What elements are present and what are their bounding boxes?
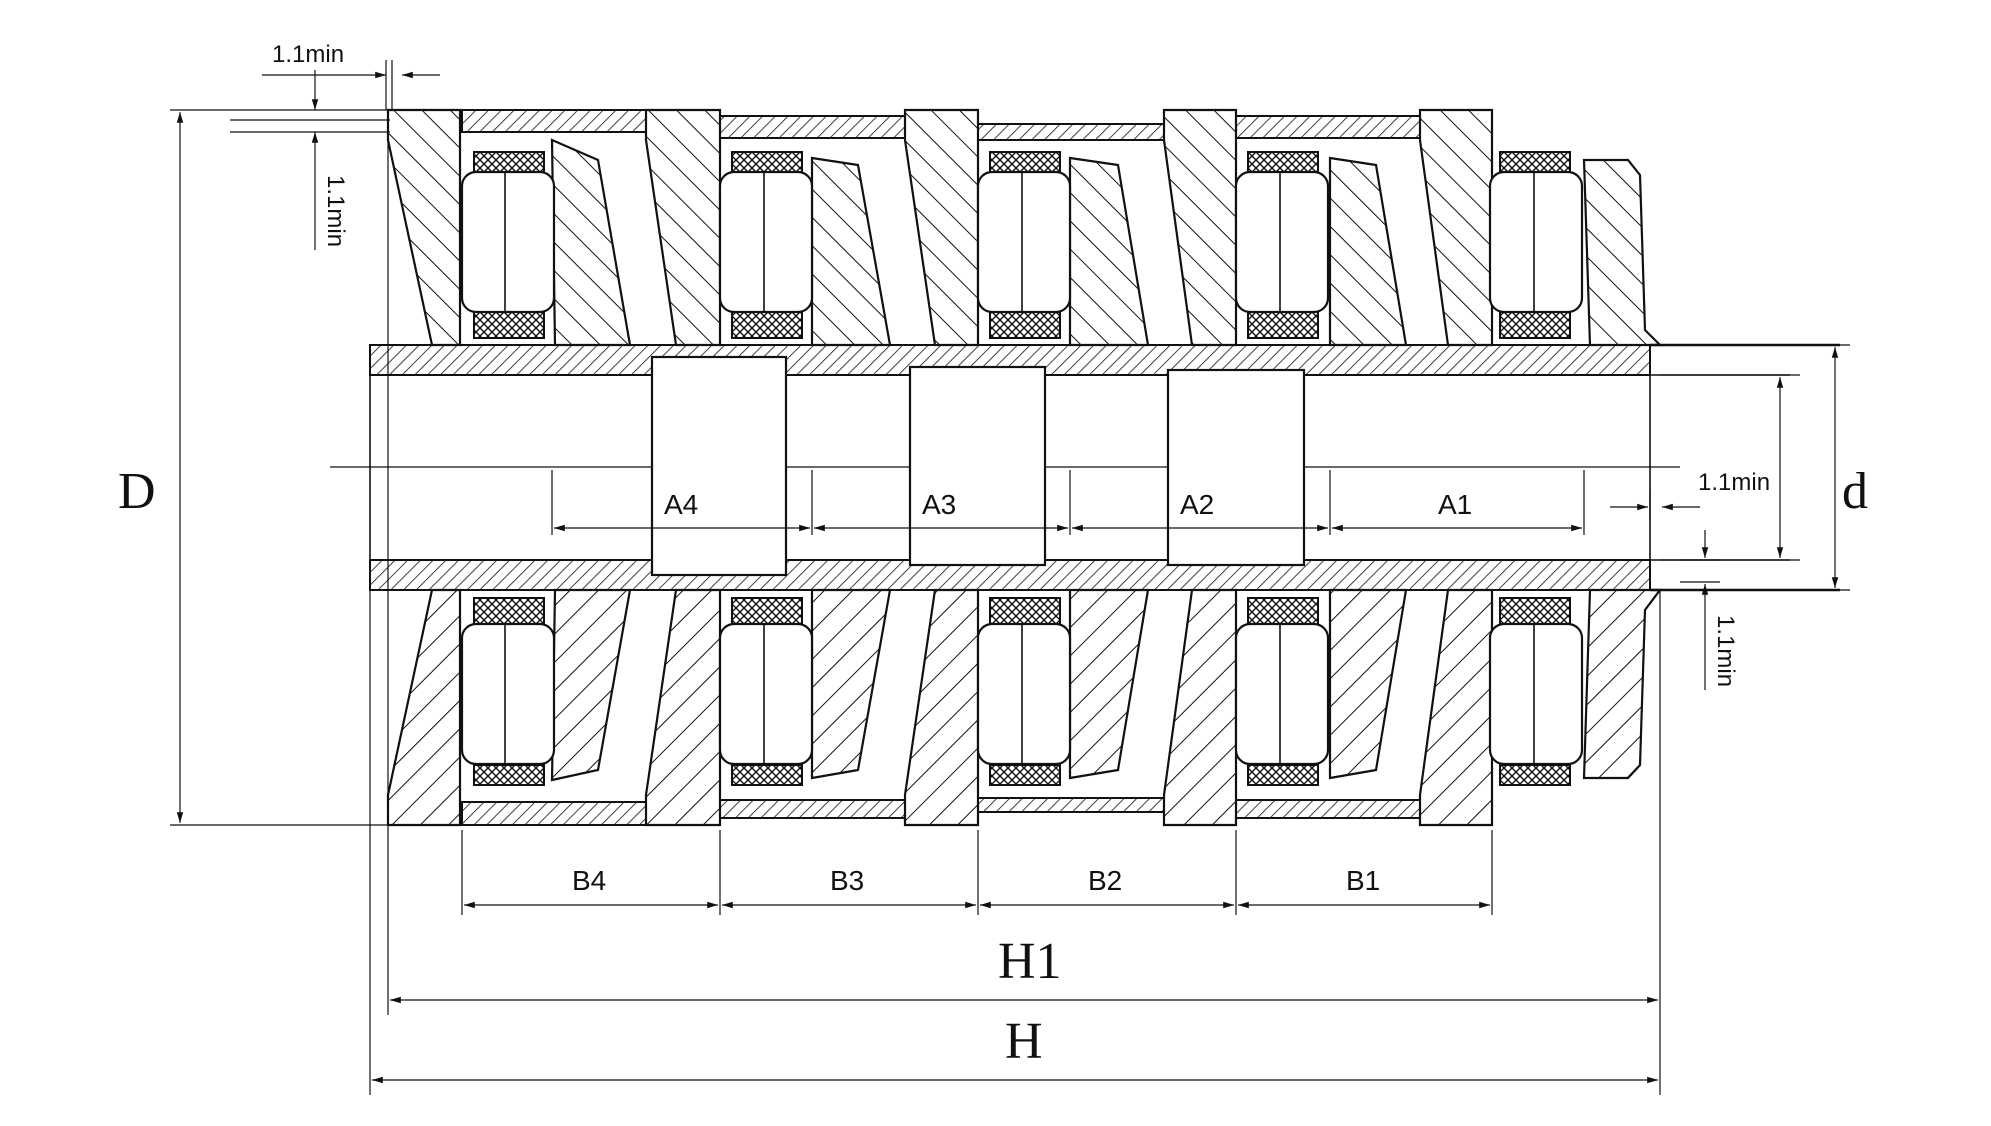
label-b1: B1	[1346, 865, 1380, 896]
label-a4: A4	[664, 489, 698, 520]
label-a2: A2	[1180, 489, 1214, 520]
label-clearance-top: 1.1min	[272, 41, 344, 68]
label-a1: A1	[1438, 489, 1472, 520]
label-h1: H1	[998, 933, 1062, 990]
label-b4: B4	[572, 865, 606, 896]
label-b2: B2	[1088, 865, 1122, 896]
dimension-labels: D d H1 H A4 A3 A2 A1 B4 B3 B2 B1 1.1min …	[118, 41, 1868, 1070]
label-d-shaft: d	[1842, 463, 1868, 520]
spacer-blocks	[650, 355, 1306, 577]
roller-units-lower	[386, 588, 1663, 827]
dimension-lines	[176, 60, 1839, 1084]
label-b3: B3	[830, 865, 864, 896]
roller-units-upper	[386, 108, 1663, 347]
label-clearance-right-low: 1.1min	[1712, 615, 1739, 687]
label-d-outer: D	[118, 463, 156, 520]
label-h: H	[1005, 1013, 1043, 1070]
shaft-tube	[330, 343, 1840, 592]
label-a3: A3	[922, 489, 956, 520]
label-clearance-left: 1.1min	[322, 175, 349, 247]
extension-lines	[170, 109, 1850, 1095]
label-clearance-right: 1.1min	[1698, 469, 1770, 496]
